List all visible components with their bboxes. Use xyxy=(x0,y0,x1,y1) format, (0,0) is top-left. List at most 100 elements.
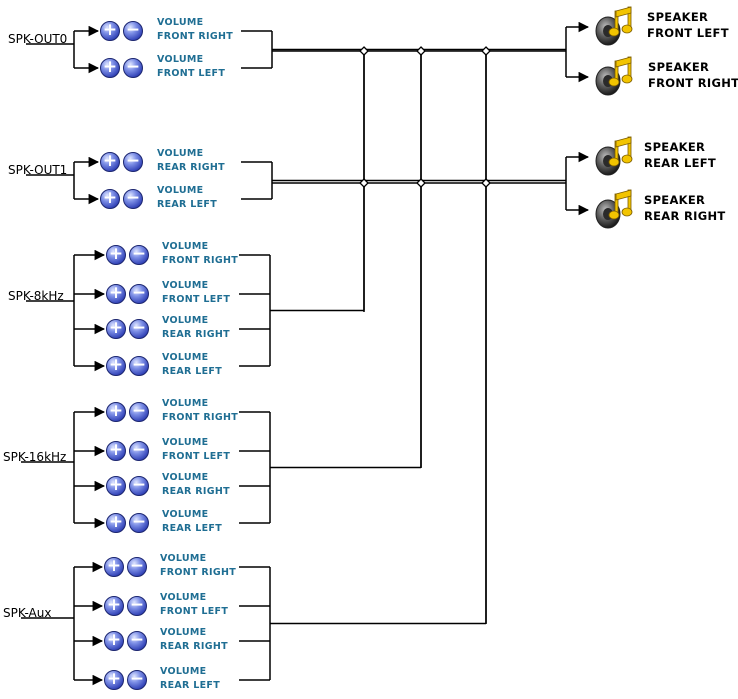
speaker-label-line2: REAR RIGHT xyxy=(644,209,726,223)
source-label-spk-aux: SPK-Aux xyxy=(3,606,52,620)
speaker-music-icon[interactable] xyxy=(594,188,634,232)
volume-decrease-button[interactable]: − xyxy=(123,152,143,172)
volume-increase-button[interactable]: + xyxy=(100,152,120,172)
volume-channel-label: VOLUME REAR RIGHT xyxy=(162,471,230,499)
volume-increase-button[interactable]: + xyxy=(104,596,124,616)
junction-node xyxy=(481,46,491,56)
volume-decrease-button[interactable]: − xyxy=(129,284,149,304)
volume-channel-label: VOLUME REAR LEFT xyxy=(157,184,217,212)
volume-label-line1: VOLUME xyxy=(160,553,207,564)
volume-increase-button[interactable]: + xyxy=(104,631,124,651)
volume-channel-label: VOLUME FRONT RIGHT xyxy=(162,397,238,425)
junction-node xyxy=(359,178,369,188)
volume-label-line2: FRONT RIGHT xyxy=(162,412,238,423)
volume-label-line1: VOLUME xyxy=(162,352,209,363)
volume-increase-button[interactable]: + xyxy=(106,245,126,265)
volume-label-line2: REAR RIGHT xyxy=(157,162,225,173)
speaker-label-line1: SPEAKER xyxy=(647,10,709,24)
volume-label-line2: REAR LEFT xyxy=(162,366,222,377)
source-label-spk-out0: SPK-OUT0 xyxy=(8,32,68,46)
source-label-spk-16khz: SPK-16kHz xyxy=(3,450,67,464)
speaker-label: SPEAKER FRONT LEFT xyxy=(647,9,729,41)
volume-decrease-button[interactable]: − xyxy=(129,476,149,496)
volume-increase-button[interactable]: + xyxy=(100,21,120,41)
volume-increase-button[interactable]: + xyxy=(100,189,120,209)
volume-label-line2: REAR RIGHT xyxy=(162,329,230,340)
volume-increase-button[interactable]: + xyxy=(106,319,126,339)
volume-channel-label: VOLUME REAR LEFT xyxy=(160,665,220,693)
volume-increase-button[interactable]: + xyxy=(106,441,126,461)
volume-label-line1: VOLUME xyxy=(160,666,207,677)
volume-label-line2: FRONT RIGHT xyxy=(162,255,238,266)
speaker-label: SPEAKER REAR LEFT xyxy=(644,139,716,171)
junction-node xyxy=(481,178,491,188)
volume-decrease-button[interactable]: − xyxy=(129,245,149,265)
volume-channel-label: VOLUME REAR RIGHT xyxy=(162,314,230,342)
volume-decrease-button[interactable]: − xyxy=(127,557,147,577)
volume-label-line1: VOLUME xyxy=(162,280,209,291)
volume-increase-button[interactable]: + xyxy=(106,476,126,496)
volume-decrease-button[interactable]: − xyxy=(123,189,143,209)
source-label-spk-out1: SPK-OUT1 xyxy=(8,163,68,177)
speaker-label-line2: FRONT LEFT xyxy=(647,26,729,40)
volume-label-line1: VOLUME xyxy=(162,315,209,326)
volume-label-line1: VOLUME xyxy=(162,398,209,409)
speaker-music-icon[interactable] xyxy=(594,55,634,99)
source-label-spk-8khz: SPK-8kHz xyxy=(8,289,64,303)
volume-decrease-button[interactable]: − xyxy=(127,631,147,651)
volume-channel-label: VOLUME REAR RIGHT xyxy=(157,147,225,175)
volume-channel-label: VOLUME FRONT LEFT xyxy=(160,591,228,619)
volume-decrease-button[interactable]: − xyxy=(127,670,147,690)
speaker-label-line2: REAR LEFT xyxy=(644,156,717,170)
volume-channel-label: VOLUME REAR RIGHT xyxy=(160,626,228,654)
volume-decrease-button[interactable]: − xyxy=(127,596,147,616)
speaker-label-line1: SPEAKER xyxy=(648,60,710,74)
junction-node xyxy=(359,46,369,56)
volume-decrease-button[interactable]: − xyxy=(129,319,149,339)
volume-decrease-button[interactable]: − xyxy=(129,441,149,461)
volume-increase-button[interactable]: + xyxy=(106,513,126,533)
volume-label-line2: REAR LEFT xyxy=(160,680,220,691)
volume-increase-button[interactable]: + xyxy=(104,557,124,577)
volume-label-line1: VOLUME xyxy=(157,185,204,196)
volume-label-line2: FRONT RIGHT xyxy=(160,567,236,578)
volume-label-line1: VOLUME xyxy=(160,627,207,638)
volume-decrease-button[interactable]: − xyxy=(129,356,149,376)
volume-decrease-button[interactable]: − xyxy=(123,21,143,41)
volume-increase-button[interactable]: + xyxy=(106,284,126,304)
volume-label-line2: REAR RIGHT xyxy=(162,486,230,497)
volume-decrease-button[interactable]: − xyxy=(129,513,149,533)
volume-decrease-button[interactable]: − xyxy=(129,402,149,422)
volume-label-line1: VOLUME xyxy=(157,148,204,159)
volume-label-line1: VOLUME xyxy=(162,437,209,448)
volume-label-line1: VOLUME xyxy=(162,472,209,483)
speaker-label-line1: SPEAKER xyxy=(644,140,706,154)
volume-increase-button[interactable]: + xyxy=(106,402,126,422)
volume-label-line1: VOLUME xyxy=(162,241,209,252)
speaker-music-icon[interactable] xyxy=(594,5,634,49)
volume-channel-label: VOLUME FRONT RIGHT xyxy=(162,240,238,268)
volume-decrease-button[interactable]: − xyxy=(123,58,143,78)
speaker-music-icon[interactable] xyxy=(594,135,634,179)
volume-label-line2: REAR LEFT xyxy=(157,199,217,210)
volume-label-line1: VOLUME xyxy=(157,17,204,28)
volume-channel-label: VOLUME REAR LEFT xyxy=(162,351,222,379)
volume-label-line1: VOLUME xyxy=(162,509,209,520)
volume-label-line2: REAR RIGHT xyxy=(160,641,228,652)
volume-label-line2: FRONT LEFT xyxy=(160,606,229,617)
volume-label-line1: VOLUME xyxy=(157,54,204,65)
volume-increase-button[interactable]: + xyxy=(106,356,126,376)
volume-increase-button[interactable]: + xyxy=(104,670,124,690)
volume-label-line1: VOLUME xyxy=(160,592,207,603)
junction-node xyxy=(416,178,426,188)
volume-label-line2: FRONT LEFT xyxy=(157,68,226,79)
volume-increase-button[interactable]: + xyxy=(100,58,120,78)
volume-channel-label: VOLUME FRONT LEFT xyxy=(157,53,225,81)
